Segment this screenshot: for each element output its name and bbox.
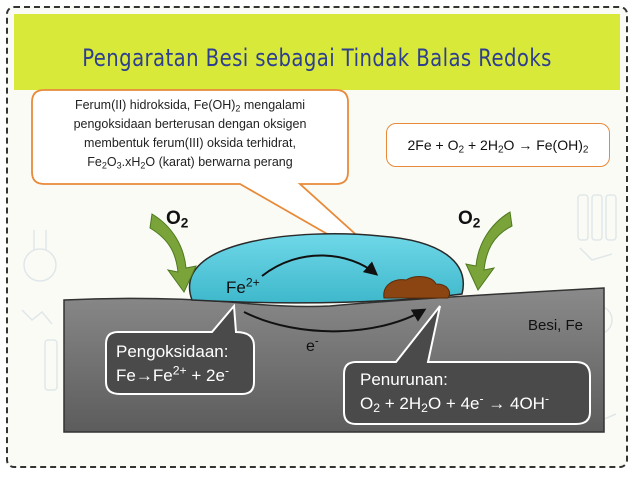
- oxygen-right-symbol: O: [458, 208, 473, 229]
- equation-box: [386, 123, 610, 167]
- reduction-eq-sup1: -: [479, 391, 484, 406]
- callout-line-1-b: mengalami: [240, 98, 306, 112]
- callout-line-1-sub: 2: [235, 103, 241, 114]
- oxygen-label-right: O2: [458, 208, 480, 230]
- oxidation-heading: Pengoksidaan:: [116, 342, 229, 361]
- equation-part-c: O → Fe(OH): [503, 137, 583, 153]
- callout-line-4: Fe2O3.xH2O (karat) berwarna perang: [38, 153, 342, 172]
- oxidation-eq-sup2: -: [224, 363, 230, 378]
- overall-equation: 2Fe + O2 + 2H2O → Fe(OH)2: [388, 137, 608, 156]
- equation-part-b: + 2H: [464, 137, 498, 153]
- iron-ion-label: Fe2+: [226, 275, 260, 298]
- reduction-eq-a: O: [360, 394, 374, 413]
- reduction-eq-sub2: 2: [421, 401, 428, 416]
- callout-bubble: [31, 89, 405, 279]
- iron-ion-charge: 2+: [245, 275, 260, 290]
- electron-flow-arrow: [243, 308, 427, 333]
- reduction-equation: O2 + 2H2O + 4e- → 4OH-: [360, 392, 549, 416]
- equation-sub-2: 2: [497, 144, 504, 156]
- rust-deposit: [383, 276, 450, 299]
- oxygen-label-left: O2: [166, 208, 188, 230]
- reduction-eq-b: + 2H: [380, 394, 422, 413]
- oxidation-eq-a: Fe→Fe: [116, 366, 173, 385]
- callout-line-4-sub1: 2: [101, 160, 107, 171]
- callout-line-2: pengoksidaan berterusan dengan oksigen: [73, 117, 307, 131]
- oxygen-arrow-right: [465, 211, 513, 291]
- iron-label: Besi, Fe: [528, 317, 584, 334]
- electron-charge: -: [314, 335, 319, 348]
- callout-line-4-c: .xH: [121, 155, 141, 169]
- title-banner: [14, 14, 620, 90]
- callout-line-4-a: Fe: [87, 155, 102, 169]
- oxidation-text: Pengoksidaan: Fe→Fe2+ + 2e-: [116, 340, 229, 388]
- oxygen-arrow-left: [149, 213, 197, 293]
- callout-line-4-b: O: [106, 155, 117, 169]
- ion-flow-arrow: [261, 254, 379, 277]
- callout-line-4-sub2: 3: [116, 160, 122, 171]
- electron-symbol: e: [306, 338, 315, 355]
- iron-ion-symbol: Fe: [226, 278, 246, 297]
- oxygen-left-sub: 2: [180, 215, 189, 231]
- callout-text: Ferum(II) hidroksida, Fe(OH)2 mengalami …: [38, 96, 342, 172]
- reduction-eq-c: O + 4e: [427, 394, 480, 413]
- reduction-heading: Penurunan:: [360, 370, 448, 389]
- equation-sub-1: 2: [458, 144, 465, 156]
- oxygen-right-sub: 2: [472, 215, 481, 231]
- callout-line-1-a: Ferum(II) hidroksida, Fe(OH): [74, 98, 236, 112]
- callout-line-1: Ferum(II) hidroksida, Fe(OH)2 mengalami: [38, 96, 342, 115]
- callout-line-4-sub3: 2: [140, 160, 146, 171]
- callout-line-4-d: O (karat) berwarna perang: [145, 155, 293, 169]
- reduction-eq-sub1: 2: [373, 401, 381, 416]
- oxidation-eq-sup1: 2+: [172, 363, 187, 378]
- electron-label: e-: [306, 335, 319, 356]
- oxidation-eq-b: + 2e: [186, 366, 225, 385]
- callout-line-3: membentuk ferum(III) oksida terhidrat,: [84, 136, 296, 150]
- oxygen-left-symbol: O: [166, 208, 181, 229]
- equation-sub-3: 2: [582, 144, 589, 156]
- reduction-text: Penurunan: O2 + 2H2O + 4e- → 4OH-: [360, 368, 549, 416]
- reduction-eq-d: → 4OH: [483, 394, 545, 413]
- oxidation-equation: Fe→Fe2+ + 2e-: [116, 364, 229, 388]
- slide-title: Pengaratan Besi sebagai Tindak Balas Red…: [82, 44, 552, 72]
- oxidation-box: [105, 303, 255, 395]
- reduction-box: [343, 305, 591, 425]
- equation-part-a: 2Fe + O: [407, 137, 459, 153]
- reduction-eq-sup2: -: [544, 391, 550, 406]
